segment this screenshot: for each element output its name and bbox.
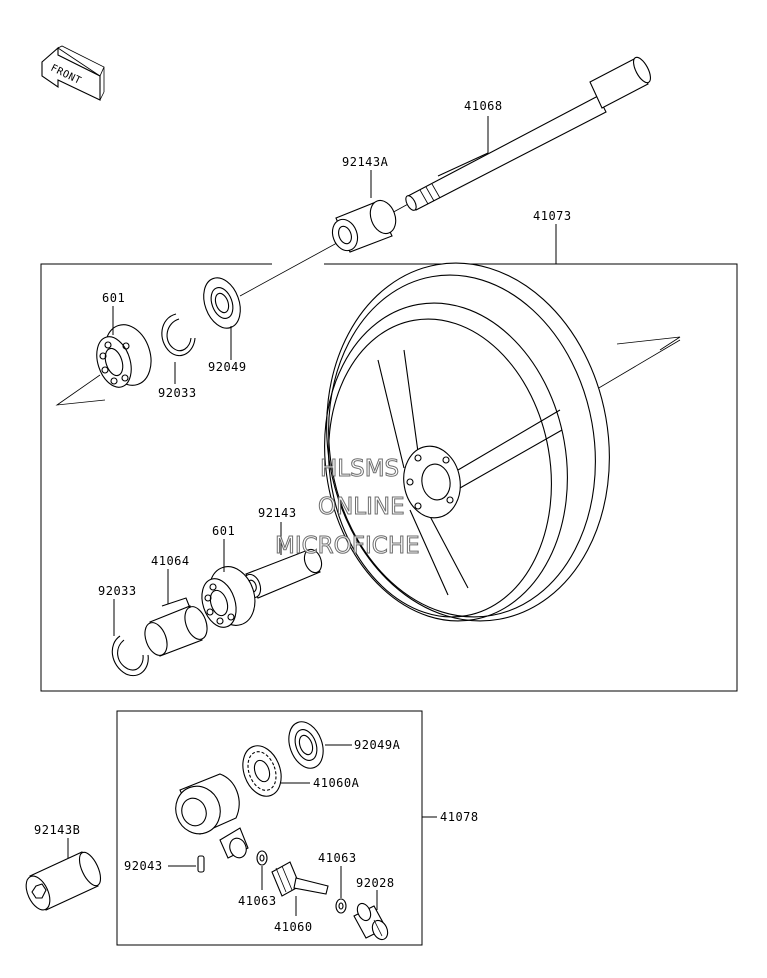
- circlip-upper-part: [161, 313, 196, 357]
- seal-upper-part: [203, 277, 241, 329]
- label-92028: 92028: [356, 876, 395, 890]
- collar-b-part: [25, 851, 102, 911]
- label-92049: 92049: [208, 360, 247, 374]
- gear-holder-part: [144, 597, 208, 657]
- washer-left-part: [256, 850, 268, 866]
- seal-a-part: [288, 721, 324, 769]
- axis-line-left: [55, 374, 106, 406]
- label-601-upper: 601: [102, 291, 125, 305]
- bearing-upper-part: [96, 324, 152, 388]
- watermark-line-1: HLSMS: [320, 456, 399, 482]
- gear-housing-frame: [116, 710, 423, 946]
- label-41073: 41073: [533, 209, 572, 223]
- axle-part: [405, 56, 651, 211]
- label-92143a: 92143A: [342, 155, 389, 169]
- label-41063-left: 41063: [238, 894, 277, 908]
- label-92033-upper: 92033: [158, 386, 197, 400]
- label-92043: 92043: [124, 859, 163, 873]
- pinion-part: [271, 861, 329, 897]
- wheel-group-frame: [40, 263, 738, 692]
- wheel-part: [324, 262, 610, 622]
- label-92143: 92143: [258, 506, 297, 520]
- label-92033-lower: 92033: [98, 584, 137, 598]
- axis-line-wheel: [591, 339, 681, 393]
- washer-right-part: [335, 898, 347, 914]
- circlip-lower-part: [111, 635, 149, 676]
- front-arrow-icon: FRONT: [41, 45, 105, 101]
- label-41060: 41060: [274, 920, 313, 934]
- label-601-lower: 601: [212, 524, 235, 538]
- label-41063-right: 41063: [318, 851, 357, 865]
- label-92049a: 92049A: [354, 738, 401, 752]
- watermark-line-3: MICROFICHE: [275, 533, 420, 559]
- collar-a-part: [331, 199, 397, 253]
- gear-a-part: [242, 745, 282, 797]
- bushing-part: [353, 902, 389, 941]
- label-41064: 41064: [151, 554, 190, 568]
- pin-part: [197, 855, 205, 873]
- label-41060a: 41060A: [313, 776, 360, 790]
- watermark-line-2: ONLINE: [318, 494, 405, 520]
- label-92143b: 92143B: [34, 823, 80, 837]
- gear-housing-part: [175, 773, 249, 859]
- leader-lines: [67, 116, 557, 916]
- axis-line-wheel-tip: [616, 336, 681, 351]
- label-41078: 41078: [440, 810, 479, 824]
- bearing-lower-part: [201, 566, 256, 628]
- label-41068: 41068: [464, 99, 503, 113]
